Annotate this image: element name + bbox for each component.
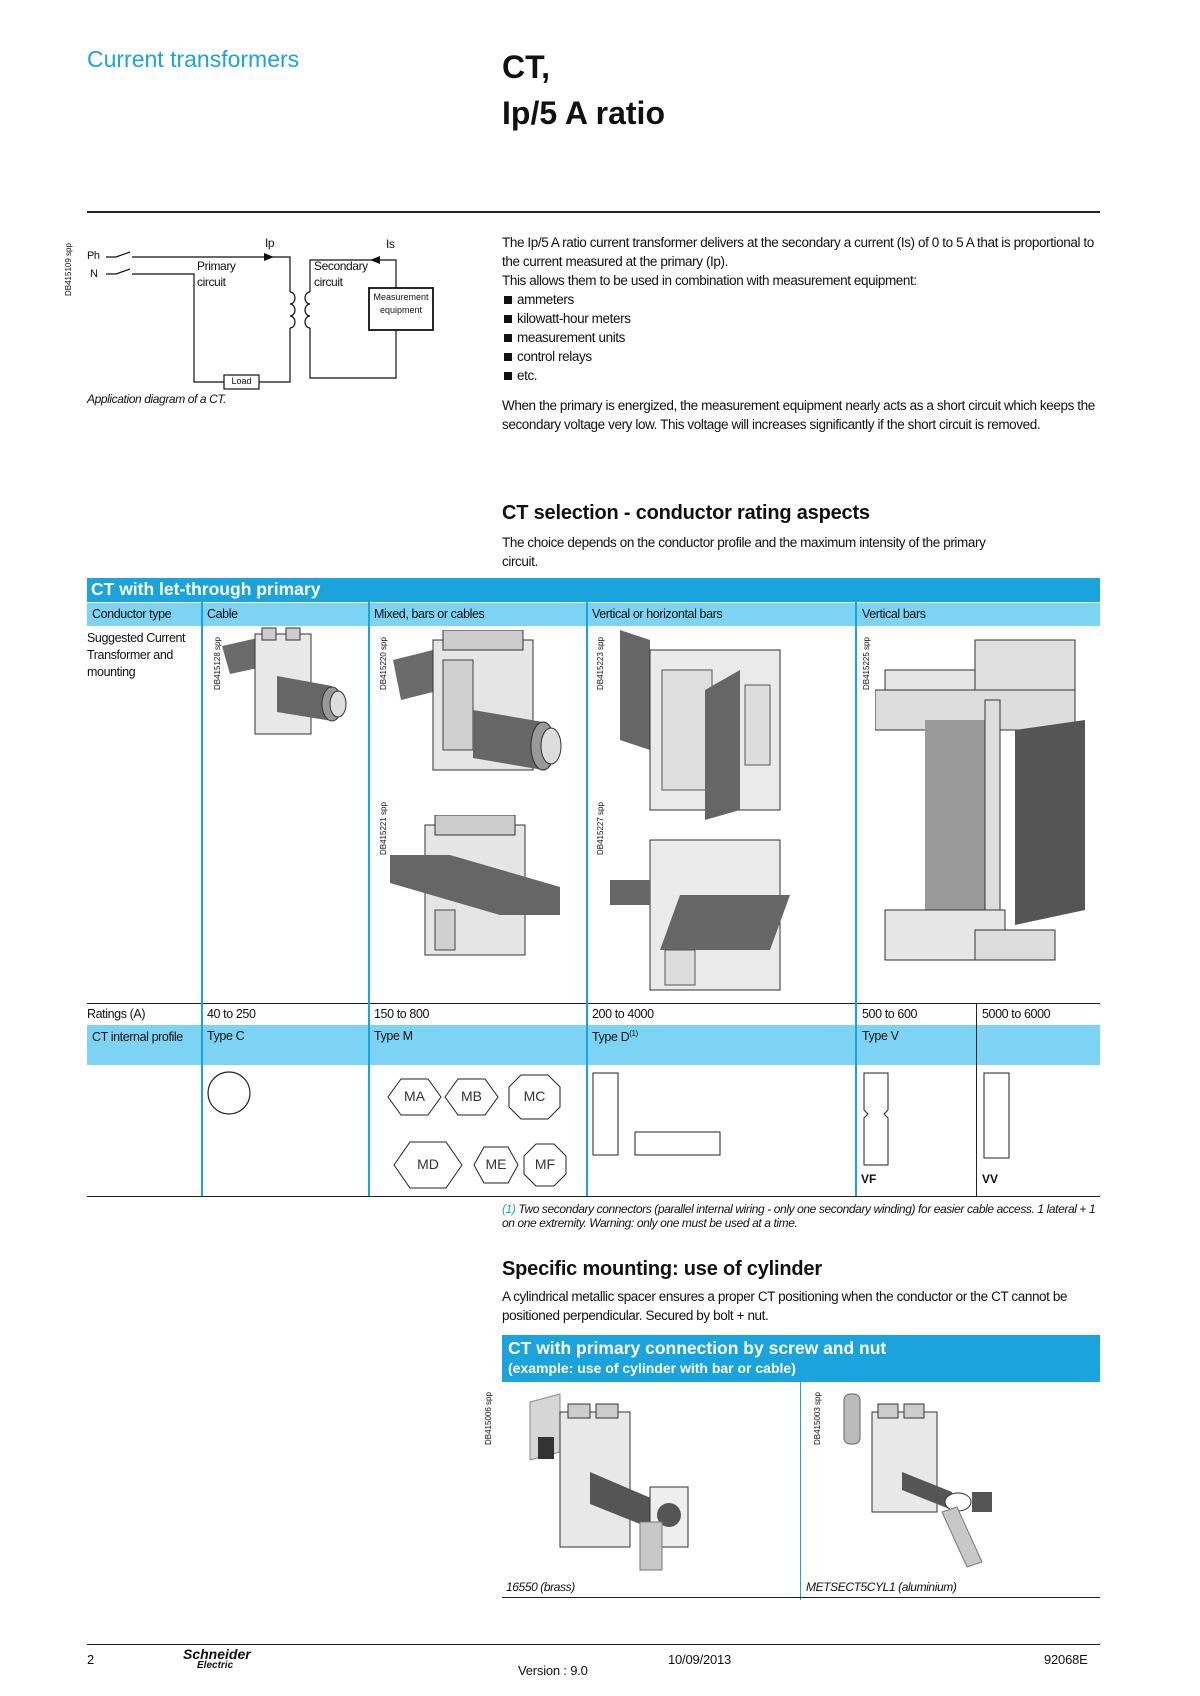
- ct-mixed-bar-image: [390, 815, 560, 956]
- selection-text: The choice depends on the conductor prof…: [502, 535, 986, 569]
- column-mixed: Mixed, bars or cables: [374, 607, 485, 621]
- intro-text: The Ip/5 A ratio current transformer del…: [502, 233, 1102, 434]
- mounting-caption: METSECT5CYL1 (aluminium): [806, 1580, 957, 1594]
- table-row-divider: [87, 1003, 1100, 1004]
- diagram-n-label: N: [90, 268, 98, 280]
- profile-c-circle: [207, 1071, 251, 1115]
- ratings-label: Ratings (A): [87, 1007, 146, 1021]
- image-code: DB415227 spp: [596, 802, 605, 855]
- mounting-column-divider: [800, 1378, 801, 1600]
- doc-number: 92068E: [1044, 1652, 1088, 1667]
- intro-paragraph-1: The Ip/5 A ratio current transformer del…: [502, 235, 1094, 269]
- table-column-divider: [368, 602, 370, 1196]
- cylinder-aluminium-image: [843, 1393, 992, 1568]
- rating-value: 200 to 4000: [592, 1007, 654, 1021]
- page-title: CT, Ip/5 A ratio: [502, 44, 665, 136]
- profile-shape: MC: [507, 1073, 562, 1121]
- ct-mixed-cable-image: [393, 630, 562, 771]
- diagram-is-label: Is: [386, 237, 395, 251]
- page-title-line2: Ip/5 A ratio: [502, 95, 665, 131]
- profile-label: CT internal profile: [92, 1030, 183, 1044]
- table-column-divider: [586, 602, 588, 1196]
- mounting-bottom-border: [502, 1597, 1100, 1598]
- profile-shape: ME: [472, 1145, 520, 1185]
- page-title-line1: CT,: [502, 49, 550, 85]
- diagram-ph-label: Ph: [87, 250, 100, 262]
- rating-value: 150 to 800: [374, 1007, 430, 1021]
- profile-vf-shape: [863, 1072, 889, 1166]
- ct-horizontal-bar-image: [610, 839, 790, 991]
- list-item: ammeters: [502, 290, 1102, 309]
- header-divider: [87, 211, 1100, 213]
- ct-cable-image: [222, 627, 347, 735]
- page-number: 2: [87, 1652, 95, 1667]
- footnote-mark: (1): [502, 1202, 516, 1216]
- mounting-text: A cylindrical metallic spacer ensures a …: [502, 1289, 1068, 1323]
- list-item: measurement units: [502, 328, 1102, 347]
- image-code: DB415003 spp: [813, 1392, 822, 1445]
- column-vert-horiz: Vertical or horizontal bars: [592, 607, 723, 621]
- table-title-bar: CT with let-through primary: [87, 578, 1100, 602]
- profile-vf-label: VF: [861, 1172, 877, 1186]
- column-cable: Cable: [207, 607, 238, 621]
- table-header-row: [87, 603, 1100, 626]
- diagram-ip-label: Ip: [265, 236, 275, 250]
- profile-shape: MB: [443, 1077, 500, 1117]
- mounting-heading: Specific mounting: use of cylinder: [502, 1258, 822, 1280]
- image-code: DB415223 spp: [596, 637, 605, 690]
- mounting-title-bar: CT with primary connection by screw and …: [502, 1335, 1100, 1382]
- table-column-divider: [976, 1004, 977, 1196]
- profile-type: Type C: [207, 1029, 245, 1043]
- ct-vertical-bar-image: [620, 630, 781, 820]
- intro-paragraph-2: This allows them to be used in combinati…: [502, 273, 917, 288]
- diagram-primary-label: Primary circuit: [197, 259, 236, 289]
- image-code: DB415225 spp: [862, 637, 871, 690]
- image-code: DB415221 spp: [379, 802, 388, 855]
- profile-shape: MF: [522, 1142, 568, 1188]
- equipment-list: ammeters kilowatt-hour meters measuremen…: [502, 290, 1102, 385]
- application-diagram: [106, 251, 434, 390]
- diagram-code: DB415109 spp: [64, 243, 73, 296]
- date-text: 10/09/2013: [668, 1652, 732, 1667]
- brand-logo: Schneider Electric: [183, 1646, 251, 1671]
- list-item: control relays: [502, 347, 1102, 366]
- intro-paragraph-3: When the primary is energized, the measu…: [502, 398, 1095, 432]
- diagram-secondary-label: Secondary circuit: [314, 259, 368, 289]
- conductor-type-label: Conductor type: [92, 607, 172, 621]
- version-text: Version : 9.0: [518, 1663, 588, 1678]
- cylinder-brass-image: [529, 1393, 689, 1571]
- ct-vertical-bars-image: [875, 639, 1085, 961]
- list-item: kilowatt-hour meters: [502, 309, 1102, 328]
- profile-row: [87, 1025, 1100, 1065]
- list-item: etc.: [502, 366, 1102, 385]
- table-column-divider: [855, 602, 857, 1196]
- rating-value: 5000 to 6000: [982, 1007, 1051, 1021]
- diagram-load-label: Load: [231, 376, 252, 386]
- footer-divider: [87, 1644, 1100, 1645]
- rating-value: 500 to 600: [862, 1007, 918, 1021]
- profile-type: Type M: [374, 1029, 413, 1043]
- suggested-ct-label: Suggested Current Transformer and mounti…: [87, 631, 186, 679]
- diagram-measurement-label: Measurement equipment: [373, 292, 429, 315]
- table-bottom-border: [87, 1196, 1100, 1197]
- image-code: DB415220 spp: [379, 637, 388, 690]
- diagram-caption: Application diagram of a CT.: [87, 392, 227, 406]
- column-vertical: Vertical bars: [862, 607, 926, 621]
- table-footnote: (1) Two secondary connectors (parallel i…: [502, 1202, 1096, 1230]
- mounting-caption: 16550 (brass): [506, 1580, 575, 1594]
- selection-heading: CT selection - conductor rating aspects: [502, 502, 870, 524]
- image-code: DB415006 spp: [484, 1392, 493, 1445]
- table-column-divider: [201, 602, 203, 1196]
- profile-shape: MA: [386, 1077, 443, 1117]
- profile-type-d: Type D(1): [592, 1029, 638, 1045]
- profile-footnote-ref: (1): [629, 1029, 638, 1038]
- image-code: DB415128 spp: [213, 637, 222, 690]
- profile-vv-label: VV: [982, 1172, 999, 1186]
- rating-value: 40 to 250: [207, 1007, 256, 1021]
- profile-vv-shape: [983, 1072, 1010, 1159]
- section-title: Current transformers: [87, 46, 300, 72]
- profile-type: Type V: [862, 1029, 899, 1043]
- profile-shape: MD: [392, 1140, 464, 1190]
- profile-d-shapes: [592, 1072, 721, 1156]
